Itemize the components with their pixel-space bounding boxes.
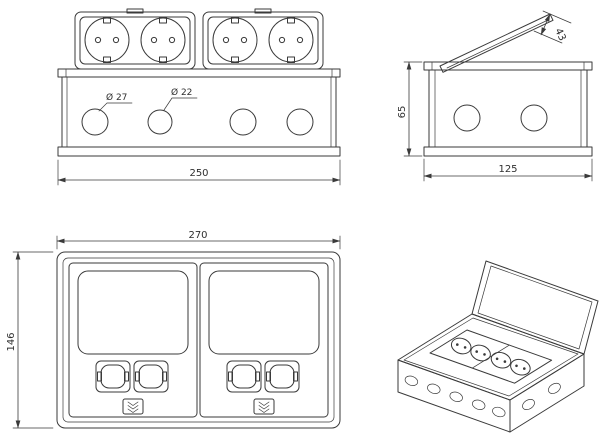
knockout-hole [522, 399, 535, 410]
front-width-value: 250 [189, 168, 208, 179]
socket-cutout [264, 360, 300, 393]
plan-outer-frame [56, 251, 341, 429]
iso-front-face [397, 359, 511, 433]
plan-width-value: 270 [188, 230, 207, 241]
lid-dimension-value: 43 [552, 27, 567, 43]
dimension-lid: 43 [533, 10, 572, 44]
dimension-side-width: 125 [423, 158, 593, 182]
knockout-hole [286, 108, 314, 136]
socket-outlet [212, 17, 258, 63]
knockout-hole [492, 406, 506, 418]
iso-open-lid [471, 260, 599, 355]
latch-button [253, 398, 275, 415]
isometric-view [397, 260, 599, 433]
open-lid [439, 13, 554, 73]
knockout-hole [404, 375, 419, 386]
box-body [57, 76, 341, 157]
clip-tab [254, 8, 272, 14]
socket-cutout [226, 360, 262, 393]
knockout-hole [427, 383, 441, 394]
knockout-hole [548, 382, 561, 394]
socket-outlet [268, 17, 314, 63]
dimension-plan-width: 270 [56, 230, 341, 250]
latch-button [122, 398, 144, 415]
side-depth-value: 65 [397, 106, 408, 119]
plan-view: 270 146 [6, 230, 341, 429]
clip-tab [126, 8, 144, 14]
socket-outlet [140, 17, 186, 63]
knockout-hole [453, 104, 481, 132]
mounting-frame-side [423, 61, 593, 71]
iso-right-face [509, 353, 585, 433]
knockout-hole [81, 108, 109, 136]
socket-cutout [95, 360, 131, 393]
knockout-hole [147, 109, 173, 135]
plan-inner-frame [62, 257, 335, 423]
knockout-hole [229, 108, 257, 136]
dimension-plan-height: 146 [6, 251, 54, 429]
socket-module-right [202, 8, 324, 70]
hole-diameter-callout-1: Ø 27 [98, 92, 133, 112]
hole-diameter-label-1: Ø 27 [106, 92, 127, 103]
socket-outlet [470, 344, 491, 362]
lid-opening [77, 270, 189, 355]
lid-panel-right [199, 262, 329, 418]
plan-height-value: 146 [6, 332, 17, 351]
knockout-hole [472, 399, 486, 410]
lid-panel-left [68, 262, 198, 418]
socket-outlet [450, 337, 472, 355]
hole-diameter-label-2: Ø 22 [171, 87, 192, 98]
socket-outlet [84, 17, 130, 63]
socket-module-left [74, 8, 196, 70]
box-body-side [423, 69, 593, 157]
side-view: 43 65 125 [397, 10, 593, 182]
socket-cutout [133, 360, 169, 393]
iso-top-face [397, 313, 585, 401]
knockout-hole [520, 104, 548, 132]
dimension-side-depth: 65 [397, 61, 423, 157]
socket-outlet [510, 358, 531, 376]
iso-socket-modules [429, 329, 553, 384]
knockout-hole [449, 391, 463, 402]
lid-opening [208, 270, 320, 355]
dimension-front-width: 250 [57, 159, 341, 186]
mounting-frame [57, 68, 341, 78]
side-width-value: 125 [498, 164, 517, 175]
front-view: Ø 27 Ø 22 250 [57, 8, 341, 186]
socket-outlet [490, 351, 512, 369]
hole-diameter-callout-2: Ø 22 [163, 87, 198, 111]
